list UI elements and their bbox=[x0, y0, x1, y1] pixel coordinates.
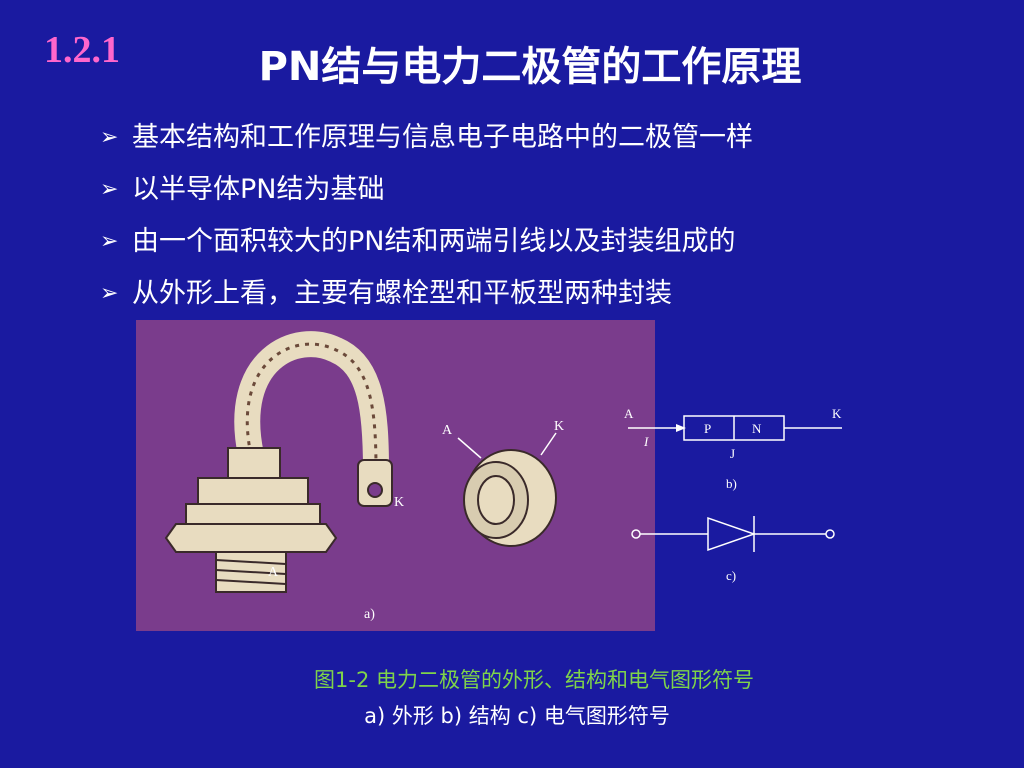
braided-lead bbox=[234, 331, 389, 483]
current-arrow-icon bbox=[676, 424, 686, 432]
bullet-item: ➢由一个面积较大的PN结和两端引线以及封装组成的 bbox=[100, 216, 753, 268]
lug-hole bbox=[367, 482, 383, 498]
section-number: 1.2.1 bbox=[44, 29, 120, 71]
figure-c-label: c) bbox=[726, 568, 736, 583]
struct-label-a: A bbox=[624, 406, 634, 421]
diode-outline-drawing: K A a) A K bbox=[164, 331, 564, 622]
bolt-label-k: K bbox=[394, 495, 404, 510]
diode-symbol-icon bbox=[707, 516, 757, 552]
structure-and-symbol-drawing: A K P N I J b) c) bbox=[624, 406, 842, 583]
arrow-bullet-icon: ➢ bbox=[100, 229, 119, 254]
diode-flange bbox=[185, 503, 321, 525]
struct-label-n: N bbox=[752, 421, 762, 436]
diode-cap bbox=[227, 447, 281, 479]
disk-label-k: K bbox=[554, 419, 564, 434]
arrow-bullet-icon: ➢ bbox=[100, 125, 119, 150]
arrow-bullet-icon: ➢ bbox=[100, 177, 119, 202]
symbol-terminal-right bbox=[825, 529, 835, 539]
disk-leader-k bbox=[540, 432, 557, 456]
bullet-item: ➢以半导体PN结为基础 bbox=[100, 164, 753, 216]
bullet-item: ➢从外形上看，主要有螺栓型和平板型两种封装 bbox=[100, 268, 753, 320]
struct-label-j: J bbox=[730, 446, 735, 461]
struct-label-k: K bbox=[832, 406, 842, 421]
struct-label-i: I bbox=[643, 434, 649, 449]
figure-b-label: b) bbox=[726, 476, 737, 491]
figure-a-label: a) bbox=[364, 607, 375, 622]
hex-nut bbox=[164, 523, 338, 553]
disk-leader-a bbox=[457, 437, 482, 459]
diode-outline-figure: K A a) A K bbox=[136, 320, 655, 631]
slide-title: PN结与电力二极管的工作原理 bbox=[258, 44, 802, 90]
diode-collar bbox=[197, 477, 309, 505]
bolt-label-a: A bbox=[268, 565, 279, 580]
figure-subcaption: a) 外形 b) 结构 c) 电气图形符号 bbox=[364, 704, 670, 728]
bullet-list: ➢基本结构和工作原理与信息电子电路中的二极管一样 ➢以半导体PN结为基础 ➢由一… bbox=[100, 112, 753, 320]
disk-diode-center bbox=[477, 475, 515, 525]
struct-label-p: P bbox=[704, 421, 711, 436]
arrow-bullet-icon: ➢ bbox=[100, 281, 119, 306]
figure-caption: 图1-2 电力二极管的外形、结构和电气图形符号 bbox=[314, 668, 754, 692]
symbol-terminal-left bbox=[631, 529, 641, 539]
bullet-item: ➢基本结构和工作原理与信息电子电路中的二极管一样 bbox=[100, 112, 753, 164]
disk-label-a: A bbox=[442, 423, 453, 438]
diode-structure-symbol-figure: A K P N I J b) c) bbox=[620, 400, 860, 604]
